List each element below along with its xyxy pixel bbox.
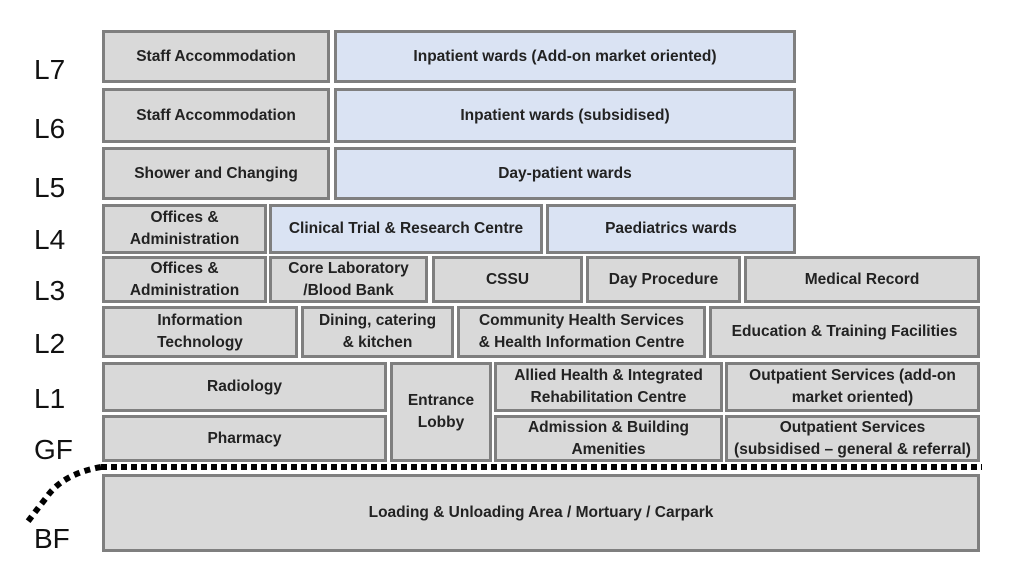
room-label-line: Entrance [407,392,475,410]
room-l2-education-training: Education & Training Facilities [709,306,980,358]
room-label-line: Amenities [571,440,646,458]
room-label-line: Offices & [150,259,219,277]
room-l7-staff-accommodation: Staff Accommodation [102,30,330,83]
room-l1-outpatient-services: Outpatient Services (add-on market orient… [725,362,980,412]
room-l1-radiology: Radiology [102,362,387,412]
room-gf-pharmacy: Pharmacy [102,415,387,462]
room-l2-dining-catering: Dining, catering & kitchen [301,306,454,358]
level-label-bf: BF [34,523,70,554]
room-label-line: Offices & [150,209,219,227]
level-label-l5: L5 [34,172,66,203]
room-label-line: Admission & Building [527,418,690,436]
room-label-line: Technology [157,334,243,351]
room-label-line: /Blood Bank [303,281,394,299]
room-label-line: Dining, catering [318,312,437,330]
room-l3-cssu: CSSU [432,256,583,303]
room-l3-day-procedure: Day Procedure [586,256,741,303]
room-label-line: Rehabilitation Centre [530,389,687,406]
level-label-l7: L7 [34,54,66,85]
room-label-line: Lobby [417,414,465,431]
level-label-l2: L2 [34,328,66,359]
room-label-line: Allied Health & Integrated [514,367,703,385]
room-l4-clinical-trial: Clinical Trial & Research Centre [269,204,543,254]
room-l3-offices-administration: Offices & Administration [102,256,267,303]
room-l6-staff-accommodation: Staff Accommodation [102,88,330,143]
room-l6-inpatient-wards: Inpatient wards (subsidised) [334,88,796,143]
level-label-l3: L3 [34,275,66,306]
room-label-line: Community Health Services [478,312,684,330]
room-label-line: & Health Information Centre [478,334,685,351]
room-l7-inpatient-wards: Inpatient wards (Add-on market oriented) [334,30,796,83]
room-label-line: market oriented) [791,389,914,406]
room-l5-shower-changing: Shower and Changing [102,147,330,200]
room-label-line: Administration [129,231,240,248]
room-bf-loading-mortuary-carpark: Loading & Unloading Area / Mortuary / Ca… [102,474,980,552]
room-label-line: (subsidised – general & referral) [734,440,971,458]
room-label-line: Information [157,312,243,330]
room-l2-community-health: Community Health Services & Health Inform… [457,306,706,358]
room-l3-core-laboratory: Core Laboratory/Blood Bank [269,256,428,303]
room-label-line: Core Laboratory [288,259,409,277]
level-label-l6: L6 [34,113,66,144]
room-l4-offices-administration: Offices & Administration [102,204,267,254]
room-label-line: Outpatient Services (add-on [749,367,956,385]
level-label-l4: L4 [34,224,66,255]
room-label-line: & kitchen [342,334,413,351]
room-l3-medical-record: Medical Record [744,256,980,303]
room-l4-paediatrics-wards: Paediatrics wards [546,204,796,254]
level-label-l1: L1 [34,383,66,414]
room-label-line: Outpatient Services [779,418,926,436]
level-label-gf: GF [34,434,73,465]
room-l5-day-patient-wards: Day-patient wards [334,147,796,200]
room-gf-outpatient-services: Outpatient Services (subsidised – general… [725,415,980,462]
room-label-line: Administration [129,281,240,299]
